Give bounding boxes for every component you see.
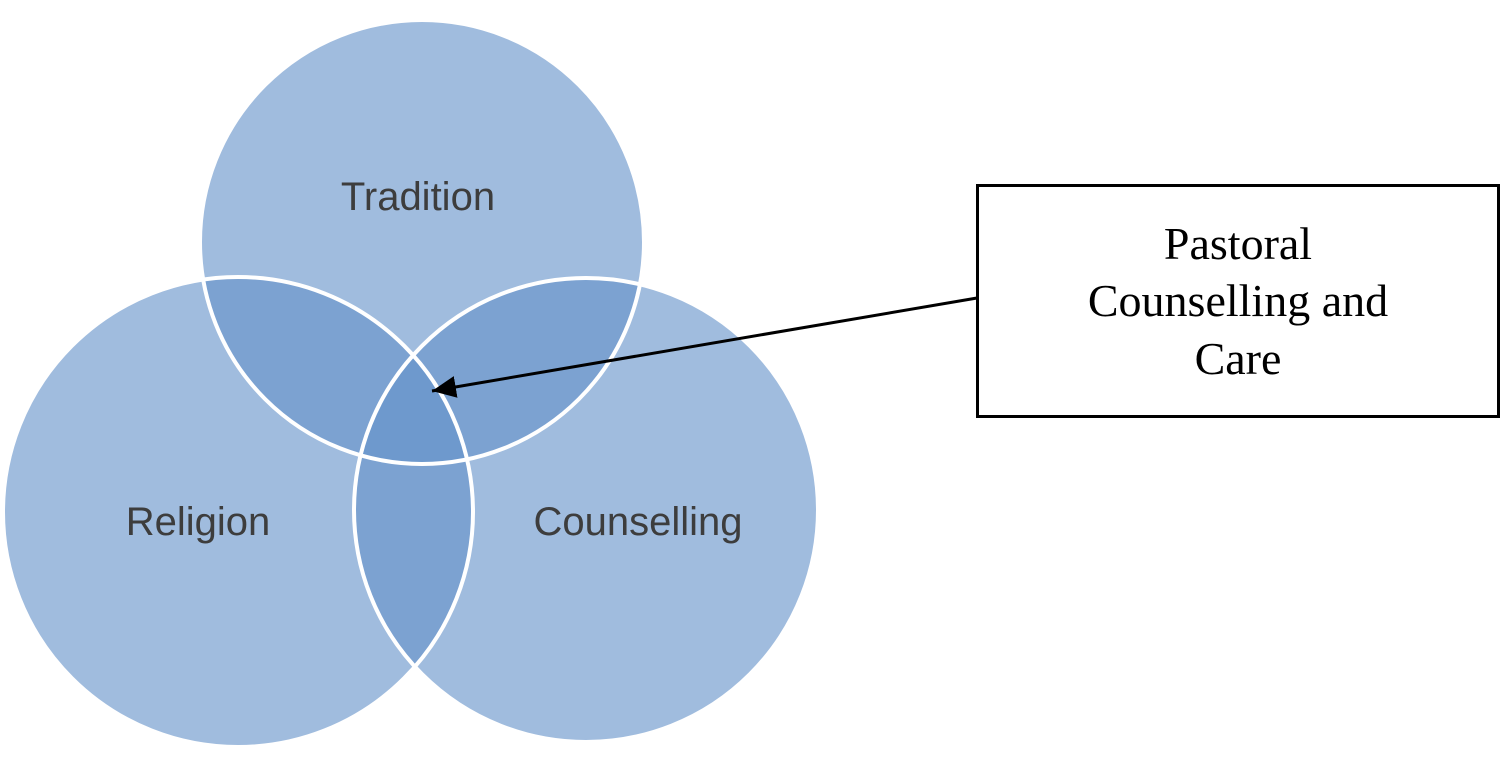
callout-box: Pastoral Counselling and Care — [976, 184, 1500, 418]
circle-counselling — [354, 278, 818, 742]
callout-line-1: Pastoral — [1163, 217, 1313, 269]
label-tradition: Tradition — [341, 175, 495, 219]
callout-line-2: Counselling and — [1087, 275, 1389, 327]
callout-line-3: Care — [1194, 332, 1282, 384]
circle-religion-outline — [1, 275, 475, 749]
circle-tradition-outline — [198, 18, 646, 466]
circle-religion — [3, 277, 473, 747]
label-counselling: Counselling — [533, 500, 742, 544]
label-religion: Religion — [126, 500, 271, 544]
venn-labels: Tradition Religion Counselling — [126, 175, 743, 544]
callout-arrow — [431, 296, 978, 398]
venn-circle-fills — [3, 20, 818, 747]
venn-circle-outlines — [1, 18, 820, 749]
circle-counselling-outline — [352, 276, 820, 744]
